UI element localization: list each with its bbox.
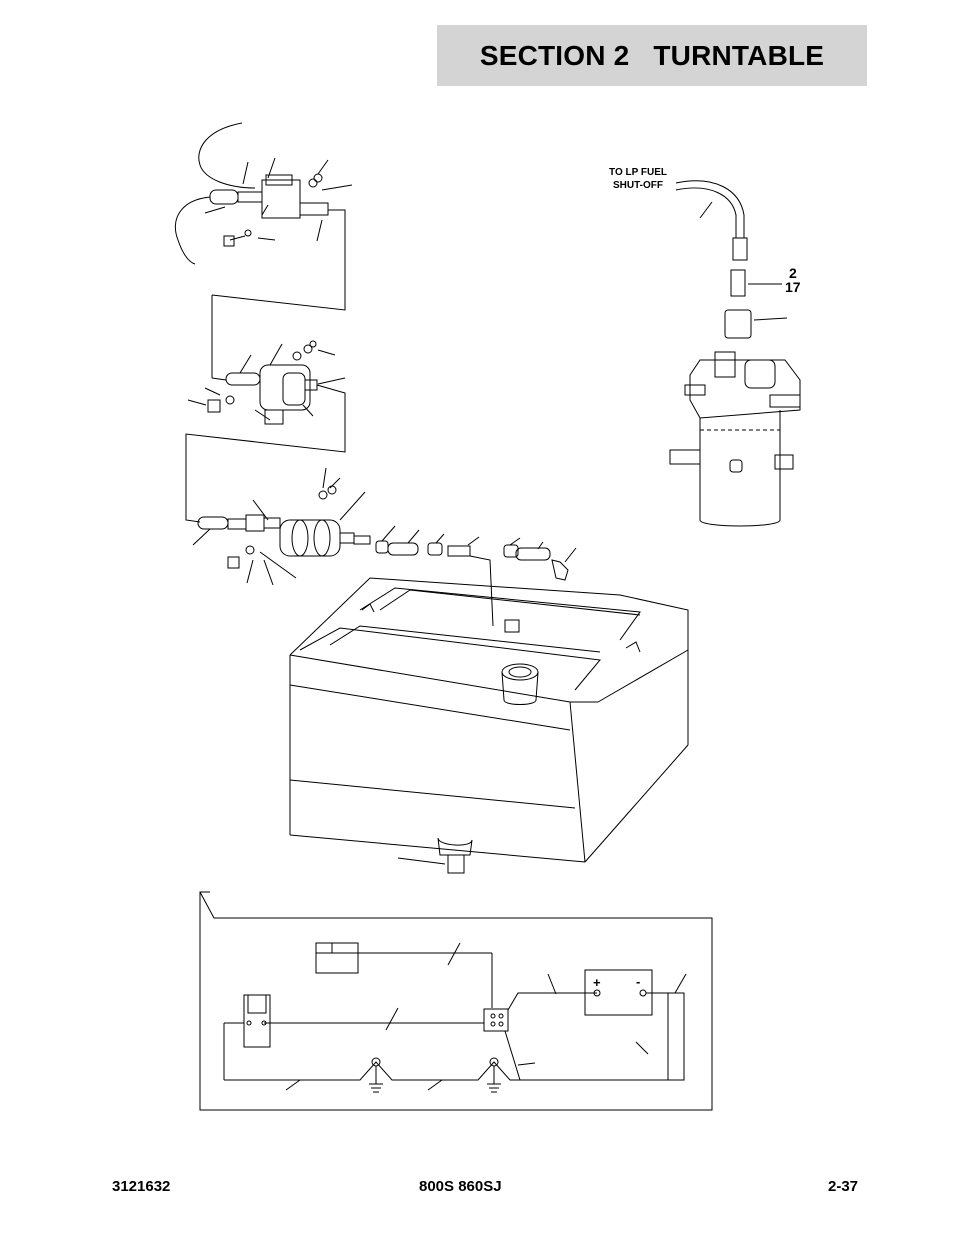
footer-doc-number: 3121632 bbox=[112, 1178, 171, 1195]
wiring-schematic bbox=[199, 891, 713, 1111]
fuel-pump-assembly-top bbox=[174, 122, 353, 311]
lp-regulator-assembly bbox=[669, 180, 801, 527]
lp-fuel-callout-line-2: SHUT-OFF bbox=[613, 180, 663, 191]
battery-negative-terminal: - bbox=[636, 974, 641, 989]
section-title: SECTION 2 TURNTABLE bbox=[479, 39, 825, 71]
lp-fuel-callout-line-1: TO LP FUEL bbox=[609, 167, 667, 178]
fuel-pump-assembly-middle bbox=[185, 295, 346, 523]
battery-positive-terminal: + bbox=[593, 975, 601, 990]
fuel-tank bbox=[289, 577, 689, 874]
ref-number-2: 2 bbox=[789, 265, 797, 281]
footer-models: 800S 860SJ bbox=[419, 1178, 502, 1195]
fuel-filter-assembly bbox=[192, 467, 577, 627]
ref-number-17: 17 bbox=[785, 279, 801, 295]
lp-fuel-callout: TO LP FUEL SHUT-OFF bbox=[598, 166, 678, 192]
section-header: SECTION 2 TURNTABLE bbox=[437, 25, 867, 86]
footer-page-number: 2-37 bbox=[828, 1178, 859, 1195]
